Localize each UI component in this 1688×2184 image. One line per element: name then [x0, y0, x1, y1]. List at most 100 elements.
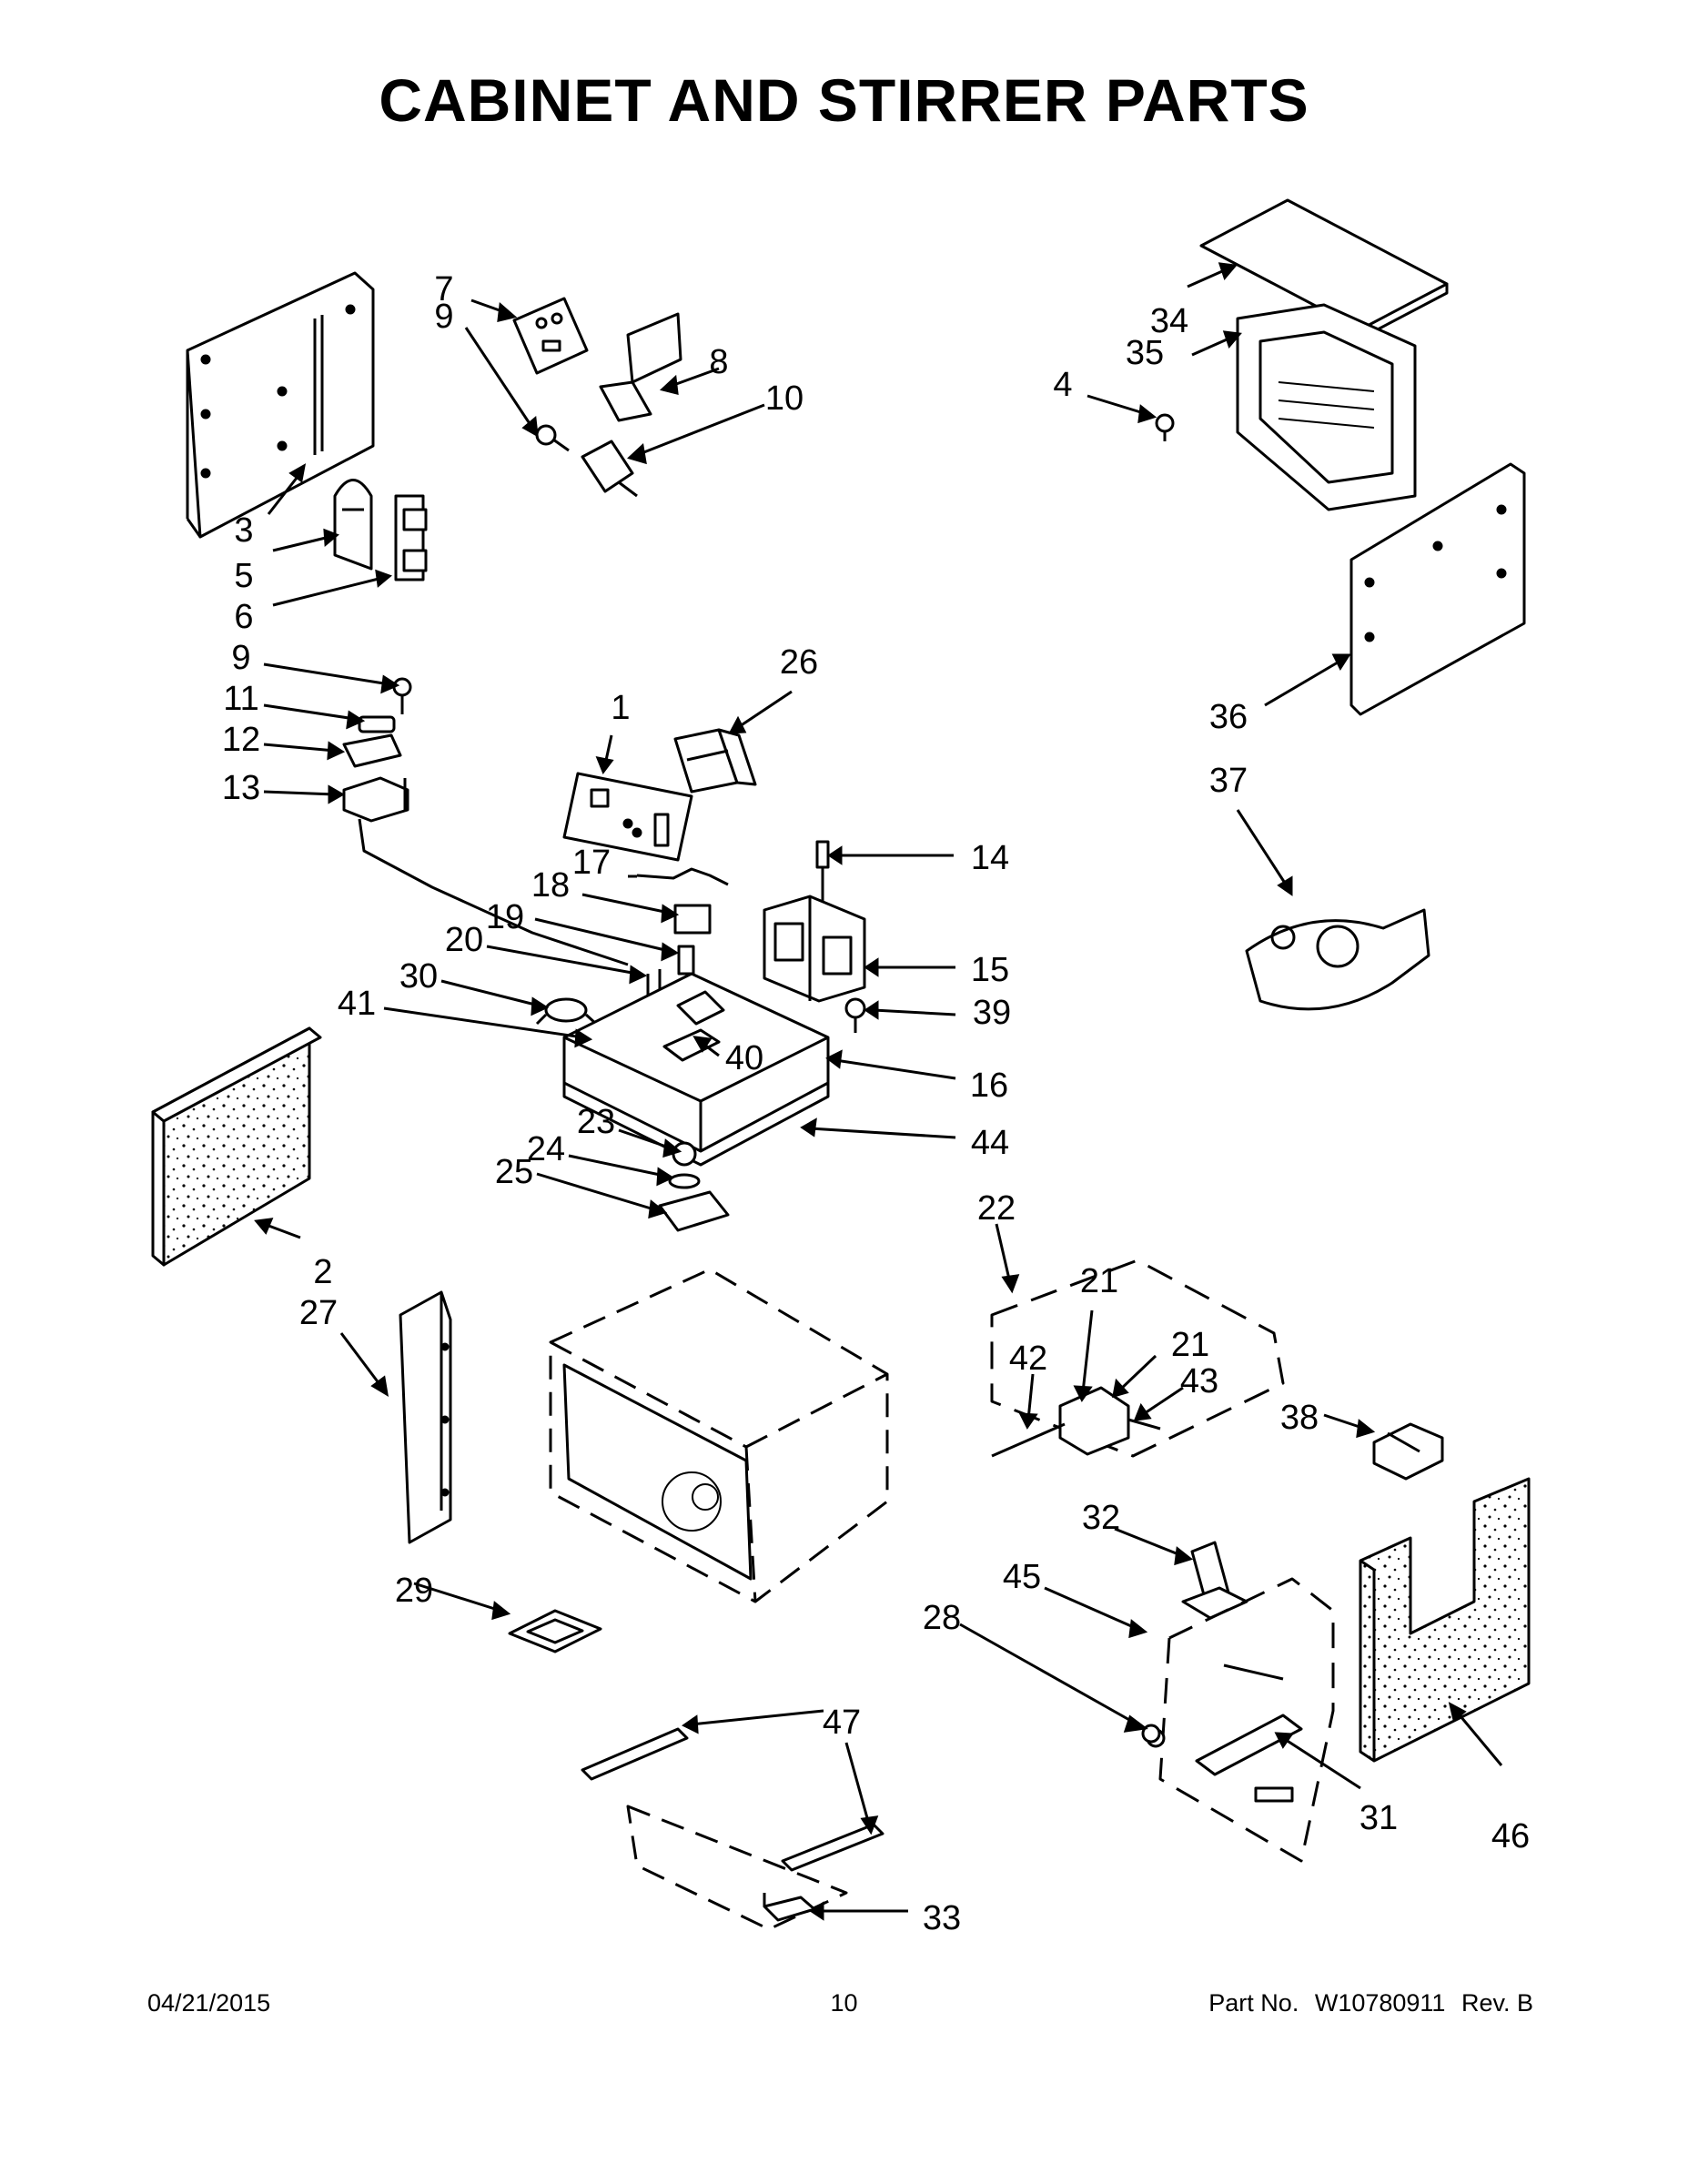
part-4-fastener [1155, 413, 1175, 441]
callout-21: 21 [1171, 1326, 1209, 1364]
callout-9: 9 [231, 639, 250, 677]
callout-21: 21 [1080, 1262, 1118, 1300]
callout-28: 28 [923, 1599, 961, 1637]
callout-9: 9 [434, 298, 453, 336]
callout-8: 8 [709, 343, 728, 381]
part-side-panel-left [186, 271, 375, 539]
part-47-rails [581, 1727, 884, 1931]
part-36-side-panel-right [1349, 462, 1526, 716]
part-28-group-dashed [1158, 1577, 1335, 1863]
footer-part-label: Part No. [1208, 1989, 1299, 2017]
callout-11: 11 [223, 680, 258, 718]
callout-43: 43 [1180, 1362, 1218, 1400]
part-9-screw [535, 424, 570, 452]
part-30-thermostat [535, 997, 598, 1026]
part-37-blower-motor [1245, 908, 1430, 1011]
callout-5: 5 [234, 557, 253, 595]
part-35-vent-frame [1236, 303, 1417, 511]
callout-34: 34 [1150, 302, 1188, 340]
callout-26: 26 [780, 643, 818, 682]
callout-40: 40 [725, 1039, 763, 1077]
footer-date: 04/21/2015 [147, 1989, 271, 2017]
part-39-screw [844, 997, 866, 1033]
part-23-stirrer-stack [658, 1141, 730, 1232]
part-32-bracket [1181, 1541, 1248, 1620]
callout-17: 17 [572, 844, 611, 882]
part-2-insulation-panel [151, 1026, 322, 1267]
part-21-switch-assembly [991, 1386, 1161, 1458]
leader-lines [254, 262, 1503, 1921]
part-9-screw-lower [392, 677, 412, 714]
callout-24: 24 [527, 1130, 565, 1168]
part-11-fuse [358, 715, 396, 733]
callout-29: 29 [395, 1572, 433, 1610]
part-33-clip [763, 1893, 816, 1922]
callout-1: 1 [611, 689, 630, 727]
oven-cavity-dashed [549, 1268, 889, 1603]
callout-7: 7 [434, 270, 453, 308]
callout-31: 31 [1359, 1799, 1398, 1837]
callout-13: 13 [222, 769, 260, 807]
part-8-bracket [599, 312, 682, 422]
part-17-wire [636, 867, 729, 886]
callout-36: 36 [1209, 698, 1248, 736]
page-title: CABINET AND STIRRER PARTS [379, 66, 1309, 134]
callout-42: 42 [1009, 1340, 1047, 1378]
callout-18: 18 [531, 866, 570, 905]
callout-30: 30 [399, 957, 438, 996]
callout-20: 20 [445, 921, 483, 959]
footer-page-number: 10 [830, 1989, 858, 2017]
callout-10: 10 [765, 379, 804, 418]
part-12-fuse-holder [342, 733, 402, 768]
callout-19: 19 [486, 898, 524, 936]
callout-39: 39 [973, 994, 1011, 1032]
part-38-switch [1372, 1422, 1444, 1481]
callout-41: 41 [338, 985, 376, 1023]
part-1-control-board [562, 772, 693, 862]
callout-27: 27 [299, 1294, 338, 1332]
callout-4: 4 [1053, 366, 1072, 404]
footer-revision: Rev. B [1461, 1989, 1533, 2017]
part-26-cover [673, 728, 757, 794]
callout-3: 3 [234, 511, 253, 550]
part-22-group-dashed [990, 1259, 1285, 1458]
callout-14: 14 [971, 839, 1009, 877]
callout-23: 23 [577, 1103, 615, 1141]
footer-part-number-value: W10780911 [1314, 1989, 1446, 2017]
callout-35: 35 [1126, 334, 1164, 372]
footer-part-number: Part No. W10780911 Rev. B [1208, 1989, 1533, 2017]
part-16-base-tray [562, 972, 830, 1167]
callout-32: 32 [1082, 1499, 1120, 1537]
callout-15: 15 [971, 951, 1009, 989]
oven-cavity-front [562, 1363, 753, 1581]
part-7-plate [512, 297, 589, 375]
callout-2: 2 [313, 1253, 332, 1291]
callout-22: 22 [977, 1189, 1016, 1228]
callout-38: 38 [1280, 1399, 1319, 1437]
part-28-screw [1141, 1724, 1161, 1744]
part-10-switch [581, 440, 638, 498]
part-19-diode [677, 945, 695, 976]
part-18-fuse-block [673, 904, 712, 935]
callout-33: 33 [923, 1899, 961, 1937]
part-15-transformer [763, 895, 866, 1003]
part-46-insulation-u-panel [1359, 1477, 1531, 1763]
part-5-bracket [333, 479, 373, 571]
part-31-stirrer-drive [1146, 1663, 1303, 1803]
part-6-switch-assembly [394, 494, 428, 581]
callout-47: 47 [823, 1704, 861, 1742]
callout-44: 44 [971, 1124, 1009, 1162]
part-27-side-channel [399, 1290, 452, 1544]
callout-12: 12 [222, 721, 260, 759]
callout-45: 45 [1003, 1558, 1041, 1596]
callout-6: 6 [234, 598, 253, 636]
part-29-grommet [508, 1609, 602, 1653]
part-13-filter [342, 776, 629, 966]
callout-25: 25 [495, 1153, 533, 1191]
callout-46: 46 [1491, 1817, 1530, 1855]
callout-37: 37 [1209, 762, 1248, 800]
callout-16: 16 [970, 1067, 1008, 1105]
callout-labels: 1234567899101112131415161718192021212223… [222, 270, 1530, 1937]
